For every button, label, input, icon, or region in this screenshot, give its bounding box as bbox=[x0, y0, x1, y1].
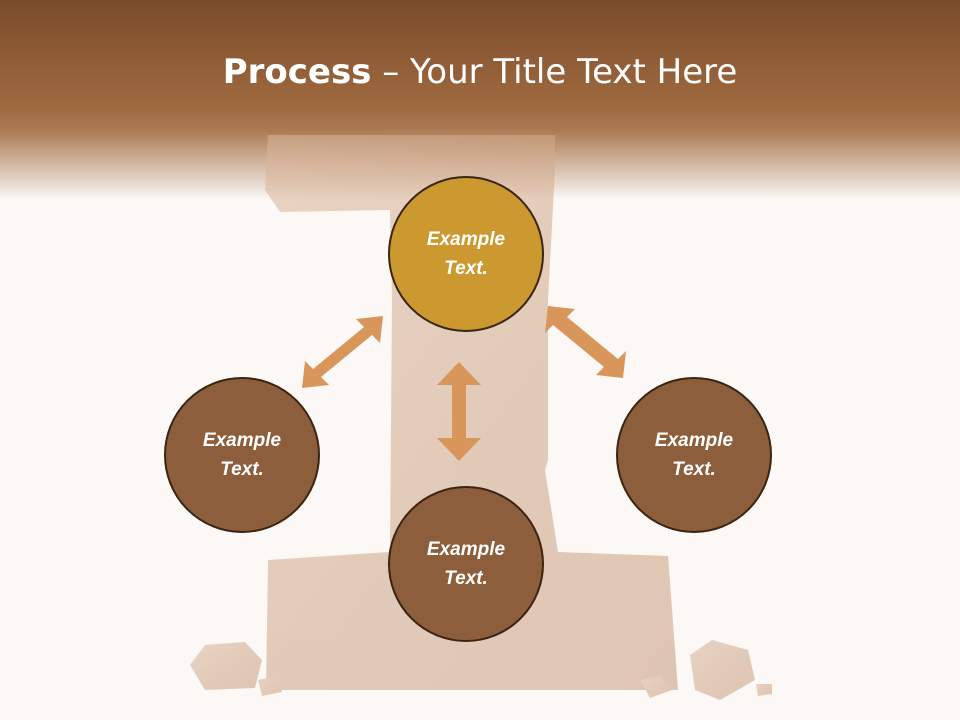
stone-numeral-one bbox=[190, 135, 772, 700]
slide-title: Process – Your Title Text Here bbox=[0, 52, 960, 92]
node-bottom: Example Text. bbox=[388, 486, 544, 642]
connector-arrows bbox=[302, 306, 626, 461]
node-top-label: Example Text. bbox=[426, 229, 506, 279]
node-right-label: Example Text. bbox=[654, 430, 734, 480]
node-left: Example Text. bbox=[164, 377, 320, 533]
title-bold: Process bbox=[222, 52, 372, 92]
node-left-label: Example Text. bbox=[202, 430, 282, 480]
arrow-top-left bbox=[302, 316, 383, 388]
node-bottom-label: Example Text. bbox=[426, 539, 506, 589]
arrow-vertical bbox=[437, 362, 481, 461]
title-rest: – Your Title Text Here bbox=[371, 52, 738, 92]
node-top: Example Text. bbox=[388, 176, 544, 332]
arrow-top-right bbox=[545, 306, 626, 378]
node-right: Example Text. bbox=[616, 377, 772, 533]
